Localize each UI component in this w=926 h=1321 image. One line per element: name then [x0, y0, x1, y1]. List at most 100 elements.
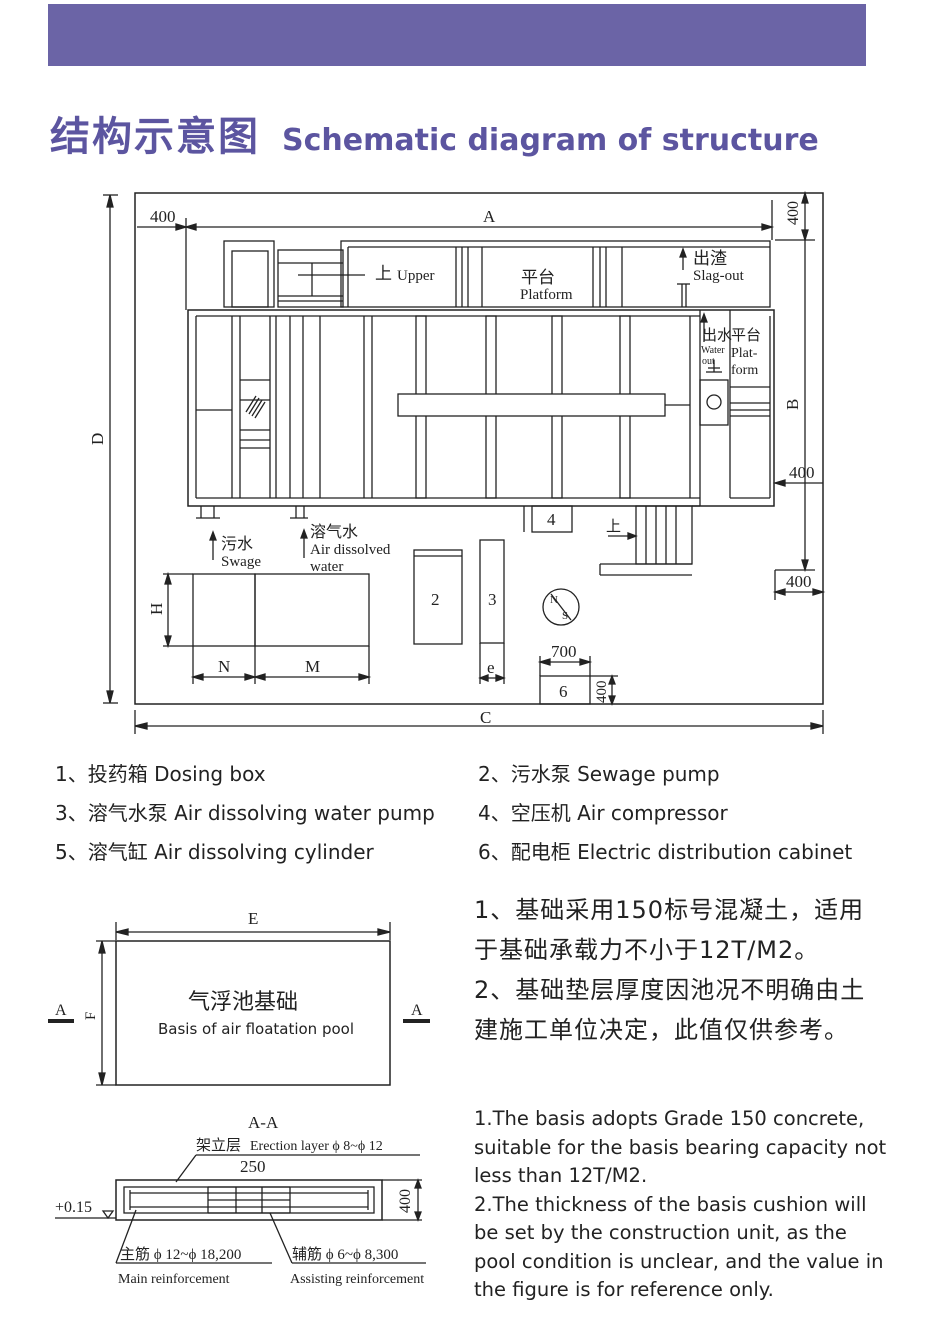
dim-700: 700 [551, 642, 577, 661]
legend-item-5: 5、溶气缸 Air dissolving cylinder [55, 836, 374, 865]
main-reinf-cn: 主筋 ϕ 12~ϕ 18,200 [120, 1246, 241, 1263]
label-up-stairs: 上 [606, 518, 621, 535]
legend-en: Air compressor [570, 801, 728, 825]
label-air-cn: 溶气水 [310, 523, 358, 541]
legend-item-1: 1、投药箱 Dosing box [55, 758, 266, 787]
legend-cn: 投药箱 [87, 762, 148, 786]
dim-400-section: 400 [397, 1189, 414, 1213]
erection-cn: 架立层 [196, 1137, 241, 1154]
plan-diagram: D C 400 A 400 B 400 400 上 [88, 190, 826, 734]
compass-n: N [550, 594, 558, 606]
legend-cn: 污水泵 [510, 762, 571, 786]
legend-cn: 空压机 [510, 801, 571, 825]
legend-cn: 配电柜 [510, 840, 571, 864]
label-sewage-en: Swage [221, 554, 261, 570]
legend-item-2: 2、污水泵 Sewage pump [478, 758, 720, 787]
elevation: +0.15 [55, 1199, 92, 1216]
legend-en: Dosing box [147, 762, 266, 786]
label-sewage-cn: 污水 [221, 535, 253, 553]
compass-s: S [562, 610, 568, 622]
outlet-circle [706, 394, 722, 410]
assist-reinf-en: Assisting reinforcement [290, 1272, 424, 1287]
legend-cn: 溶气缸 [87, 840, 148, 864]
dim-B: B [783, 399, 802, 410]
component-6 [539, 675, 591, 705]
dim-D: D [88, 433, 107, 445]
label-platform-en: Platform [520, 287, 573, 303]
legend-num: 6、 [478, 840, 511, 864]
dim-400-cabinet: 400 [594, 681, 610, 704]
dim-400-mid-right: 400 [789, 463, 815, 482]
legend-en: Sewage pump [570, 762, 720, 786]
pool-en: Basis of air floatation pool [158, 1020, 354, 1038]
title-en: Schematic diagram of structure [282, 123, 819, 158]
component-2-label: 2 [431, 590, 440, 609]
pool-foundation [115, 940, 391, 1086]
label-plat2-en-1: Plat- [731, 346, 758, 361]
notes-cn: 1、基础采用150标号混凝土，适用于基础承载力不小于12T/M2。 2、基础垫层… [474, 890, 884, 1050]
dosing-symbol [245, 395, 266, 419]
legend-en: Air dissolving water pump [167, 801, 435, 825]
header-banner [48, 4, 866, 66]
dim-400-low-right: 400 [786, 572, 812, 591]
dim-400-left: 400 [150, 207, 176, 226]
component-2 [413, 549, 463, 645]
label-upper-cn: 上 [375, 264, 392, 283]
legend-num: 5、 [55, 840, 88, 864]
component-5-box [254, 573, 370, 647]
notes-en: 1.The basis adopts Grade 150 concrete, s… [474, 1105, 894, 1305]
dim-A: A [483, 207, 496, 226]
site-boundary [134, 192, 824, 705]
label-air-en-2: water [310, 559, 343, 575]
legend-en: Air dissolving cylinder [147, 840, 374, 864]
label-plat2-en-2: form [731, 363, 758, 378]
legend-item-6: 6、配电柜 Electric distribution cabinet [478, 836, 852, 865]
dim-N: N [218, 657, 230, 676]
label-upper-en: Upper [397, 268, 435, 284]
stairs [599, 505, 700, 576]
main-tank [187, 309, 775, 507]
component-6-label: 6 [559, 682, 568, 701]
dim-H: H [147, 603, 166, 615]
title-cn: 结构示意图 [50, 114, 260, 160]
note-en-2: 2.The thickness of the basis cushion wil… [474, 1192, 884, 1302]
section-outer [115, 1179, 383, 1221]
dim-400-top-right: 400 [785, 201, 802, 225]
label-platform-cn: 平台 [521, 268, 555, 287]
legend-item-4: 4、空压机 Air compressor [478, 797, 728, 826]
scraper-beam [397, 393, 666, 417]
main-reinf-en: Main reinforcement [118, 1272, 230, 1287]
note-cn-2: 2、基础垫层厚度因池况不明确由土建施工单位决定，此值仅供参考。 [474, 976, 866, 1044]
assist-reinf-cn: 辅筋 ϕ 6~ϕ 8,300 [292, 1246, 398, 1263]
dim-250: 250 [240, 1157, 266, 1176]
dim-C: C [480, 708, 491, 727]
label-water-en-2: out [702, 356, 715, 367]
legend-cn: 溶气水泵 [87, 801, 168, 825]
section-a-right: A [411, 1002, 423, 1019]
dim-e: e [487, 658, 495, 677]
label-air-en-1: Air dissolved [310, 542, 391, 558]
platform-row [340, 240, 771, 308]
legend-num: 4、 [478, 801, 511, 825]
label-water-cn: 出水 [702, 327, 732, 344]
erection-en: Erection layer ϕ 8~ϕ 12 [250, 1139, 383, 1154]
label-slag-en: Slag-out [693, 268, 745, 284]
section-title: A-A [248, 1113, 279, 1132]
section-a-left: A [55, 1002, 67, 1019]
legend-item-3: 3、溶气水泵 Air dissolving water pump [55, 797, 435, 826]
page-title: 结构示意图 Schematic diagram of structure [50, 104, 819, 160]
note-en-1: 1.The basis adopts Grade 150 concrete, s… [474, 1107, 887, 1187]
legend-en: Electric distribution cabinet [570, 840, 853, 864]
component-3-label: 3 [488, 590, 497, 609]
component-4 [531, 505, 573, 533]
note-cn-1: 1、基础采用150标号混凝土，适用于基础承载力不小于12T/M2。 [474, 896, 865, 964]
legend-num: 2、 [478, 762, 511, 786]
pool-cn: 气浮池基础 [188, 990, 298, 1015]
foundation-diagram: E F 气浮池基础 Basis of air floatation pool A… [48, 909, 430, 1287]
dim-M: M [305, 657, 320, 676]
legend-num: 3、 [55, 801, 88, 825]
label-plat2-cn: 平台 [731, 327, 761, 344]
label-slag-cn: 出渣 [693, 249, 727, 268]
dim-E: E [248, 909, 258, 928]
dim-F: F [83, 1012, 99, 1020]
